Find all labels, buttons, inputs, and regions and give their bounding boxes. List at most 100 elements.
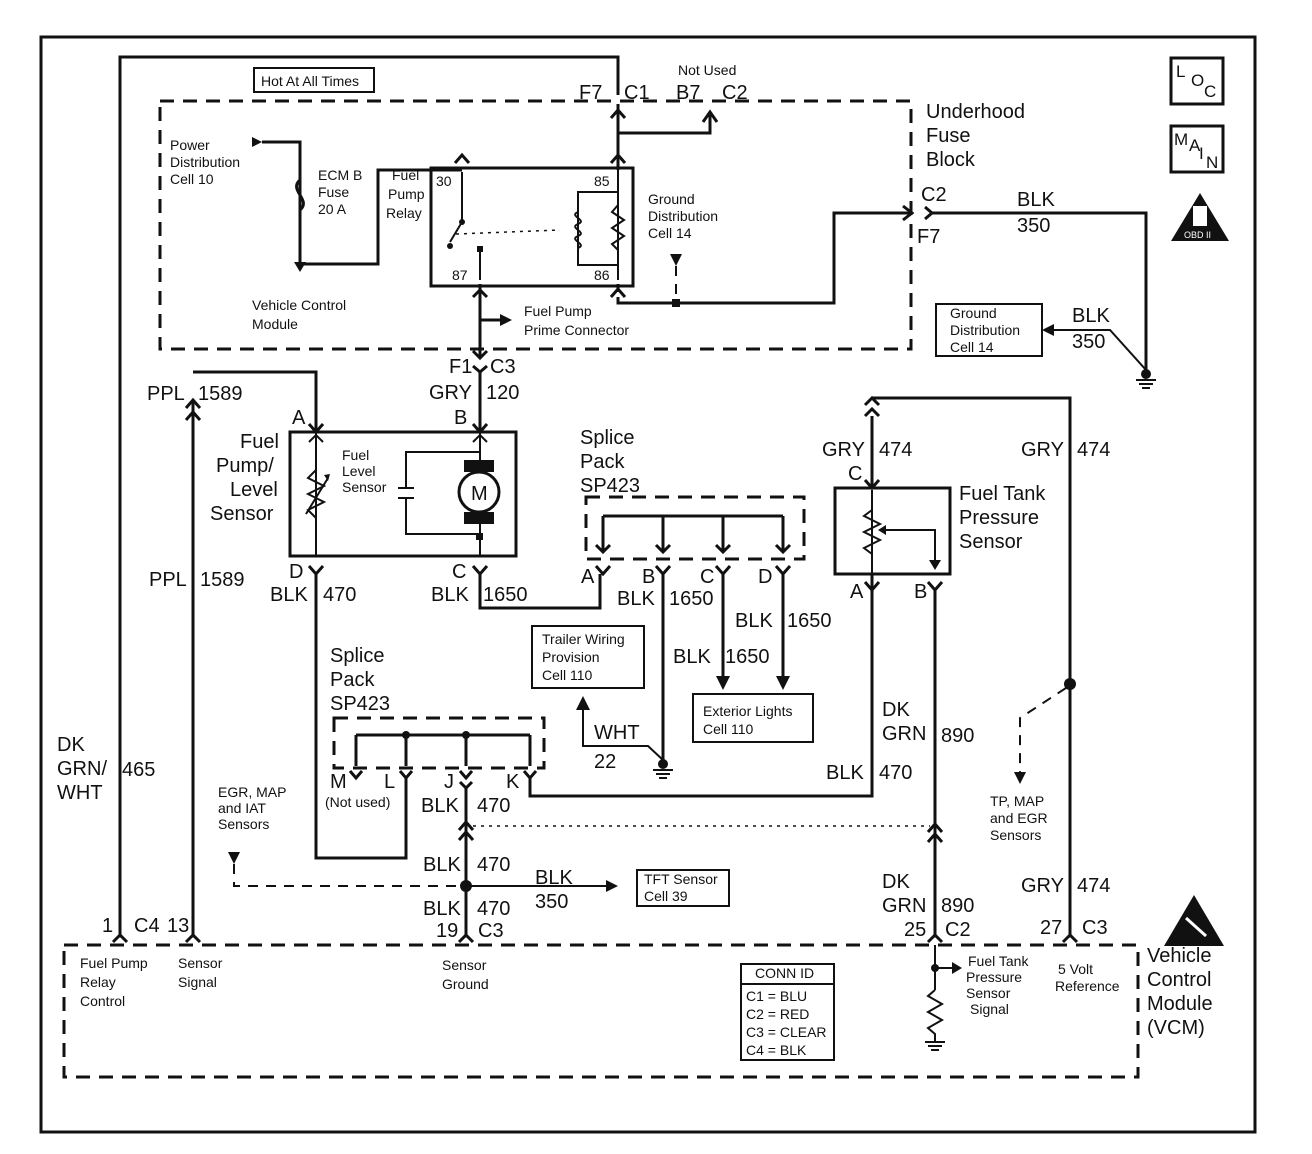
relay-coil xyxy=(574,211,582,249)
egr-label: EGR, MAP and IAT Sensors xyxy=(218,784,290,832)
relay-pin-87: 87 xyxy=(452,267,468,283)
relay-resistor xyxy=(610,204,626,251)
tp-map-label: TP, MAP and EGR Sensors xyxy=(990,793,1051,843)
conn-1: 1 xyxy=(102,915,113,937)
gry-474-c: GRY xyxy=(1021,875,1064,897)
conn-c4: C4 xyxy=(134,915,160,937)
gry-120-label: GRY xyxy=(429,382,472,404)
blk-1650-b: BLK xyxy=(617,588,655,610)
dk-grn-890-b: DK GRN xyxy=(882,871,926,917)
conn-c3b: C3 xyxy=(1082,917,1108,939)
f1-label: F1 xyxy=(449,356,472,378)
right-350b-label: 350 xyxy=(1072,331,1105,353)
conn-id-rows: C1 = BLU C2 = RED C3 = CLEAR C4 = BLK xyxy=(746,988,830,1058)
svg-text:L: L xyxy=(1176,62,1185,81)
vcm-sensor-signal: Sensor Signal xyxy=(178,955,226,990)
diagram-frame xyxy=(39,35,1257,1134)
tft-label: TFT Sensor Cell 39 xyxy=(644,871,722,904)
ppl-label: PPL xyxy=(147,383,185,405)
splice-pin-a: A xyxy=(581,566,595,588)
relay-pin-85: 85 xyxy=(594,173,610,189)
ecm-fuse-label: ECM B Fuse 20 A xyxy=(318,167,366,217)
fuel-pump-relay-label: Fuel Pump Relay xyxy=(386,167,428,221)
pressure-pin-a: A xyxy=(850,581,864,603)
pin-b-label: B xyxy=(454,407,467,429)
splice-pin-m: M xyxy=(330,771,347,793)
svg-text:I: I xyxy=(1199,144,1204,163)
f7-label: F7 xyxy=(579,82,602,104)
gry-474-a: GRY xyxy=(822,439,865,461)
vcm-pressure-signal: Fuel Tank Pressure Sensor Signal xyxy=(966,953,1032,1017)
fuse-block-box xyxy=(158,99,913,351)
hot-label: Hot At All Times xyxy=(261,73,359,89)
ppl-num: 1589 xyxy=(198,383,243,405)
conn-27: 27 xyxy=(1040,917,1062,939)
num-470-d: 470 xyxy=(323,584,356,606)
splice-bottom-box xyxy=(332,716,546,770)
relay-pin-86: 86 xyxy=(594,267,610,283)
svg-text:C: C xyxy=(1204,82,1216,101)
blk-350-tft: BLK xyxy=(535,867,573,889)
pressure-pin-c: C xyxy=(848,463,862,485)
c1-label: C1 xyxy=(624,82,650,104)
obd-ii-icon: OBD II xyxy=(1171,193,1229,241)
exterior-lights-label: Exterior Lights Cell 110 xyxy=(703,703,796,737)
num-470-a: 470 xyxy=(477,854,510,876)
splice-pin-k: K xyxy=(506,771,520,793)
motor-label: M xyxy=(471,483,488,505)
num-1650-c: 1650 xyxy=(483,584,528,606)
blk-1650-d: BLK xyxy=(735,610,773,632)
relay-box xyxy=(429,166,635,288)
pressure-sensor-title: Fuel Tank Pressure Sensor xyxy=(959,483,1051,553)
num-474-b: 474 xyxy=(1077,439,1110,461)
splice-pin-c: C xyxy=(700,566,714,588)
pin-c-label: C xyxy=(452,561,466,583)
wht-label: WHT xyxy=(594,722,640,744)
vcm-sensor-ground: Sensor Ground xyxy=(442,957,490,992)
ground-symbol-wht xyxy=(653,759,673,779)
blk-470-k: BLK xyxy=(826,762,864,784)
ppl2-num: 1589 xyxy=(200,569,245,591)
trailer-label: Trailer Wiring Provision Cell 110 xyxy=(542,631,629,683)
splice-pin-j: J xyxy=(444,771,454,793)
num-474-c: 474 xyxy=(1077,875,1110,897)
vcm-box xyxy=(62,943,1140,1079)
conn-c2: C2 xyxy=(945,919,971,941)
conn-25: 25 xyxy=(904,919,926,941)
fuel-pump-box xyxy=(288,430,518,558)
splice-top-box xyxy=(584,495,806,561)
gry-474-b: GRY xyxy=(1021,439,1064,461)
right-blk-label: BLK xyxy=(1017,189,1055,211)
blk-470-b: BLK xyxy=(423,898,461,920)
trailer-box xyxy=(531,625,645,689)
conn-id-box xyxy=(740,963,835,1061)
ground-symbol-right xyxy=(1136,369,1156,389)
pressure-resistor xyxy=(861,509,883,555)
tft-box xyxy=(636,869,730,907)
power-distribution-label: Power Distribution Cell 10 xyxy=(170,137,244,187)
fuse-block-title: Underhood Fuse Block xyxy=(926,101,1031,171)
not-used-label: Not Used xyxy=(678,62,736,78)
splice-bottom-title: Splice Pack SP423 xyxy=(330,645,390,715)
vcm-fuel-pump-relay-control: Fuel Pump Relay Control xyxy=(80,955,152,1009)
prime-connector-label: Fuel Pump Prime Connector xyxy=(524,303,629,338)
gry-120-num: 120 xyxy=(486,382,519,404)
num-1650-c2: 1650 xyxy=(725,646,770,668)
svg-text:A: A xyxy=(1189,136,1201,155)
svg-text:N: N xyxy=(1206,153,1218,172)
fuse-symbol xyxy=(295,178,305,212)
main-badge xyxy=(1169,124,1225,174)
num-350-tft: 350 xyxy=(535,891,568,913)
svg-text:OBD II: OBD II xyxy=(1184,230,1211,240)
num-890-a: 890 xyxy=(941,725,974,747)
left-wire-label: DK GRN/ WHT xyxy=(57,734,113,804)
blk-470-d: BLK xyxy=(270,584,308,606)
vcm-5v-reference: 5 Volt Reference xyxy=(1055,961,1120,994)
num-470-j: 470 xyxy=(477,795,510,817)
hot-label-box xyxy=(253,67,375,93)
ppl2-label: PPL xyxy=(149,569,187,591)
pressure-pin-b: B xyxy=(914,581,927,603)
right-c2-label: C2 xyxy=(921,184,947,206)
pressure-sensor-box xyxy=(833,486,952,576)
